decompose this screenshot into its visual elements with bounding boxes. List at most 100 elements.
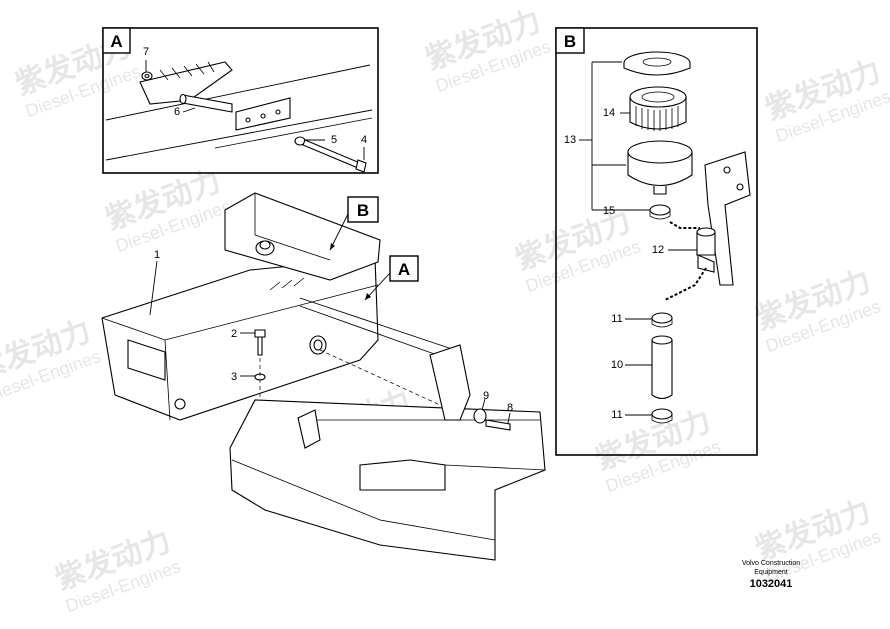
footer-brand-line2: Equipment [754, 569, 788, 576]
tank-mount-hole [313, 339, 323, 351]
clamp-11-bottom [651, 408, 673, 420]
ref-b-label: B [357, 201, 369, 220]
bracket-hole [736, 183, 744, 191]
ref-b-arrow [330, 243, 335, 250]
ref-b-box [347, 196, 379, 223]
sight-window [127, 339, 166, 381]
detail-a-label: A [110, 32, 122, 51]
plate-hole [245, 117, 251, 123]
bracket-weld [159, 61, 215, 81]
watermark-tile: 紫发动力 Diesel-Engines [751, 264, 884, 357]
callout-8: 8 [507, 402, 513, 414]
callout-13: 13 [564, 134, 576, 146]
watermark-tile: 紫发动力 Diesel-Engines [51, 524, 184, 617]
detail-a-surface-line [214, 117, 373, 149]
detail-b-frame [555, 27, 758, 456]
bushing-9 [473, 408, 487, 424]
drawing-number: 1032041 [750, 578, 793, 590]
clamp-11-top [651, 312, 673, 324]
bracket-part [139, 61, 233, 105]
watermark-tile: 紫发动力 Diesel-Engines [0, 314, 103, 407]
bracket-hole [723, 166, 731, 174]
leader-line [481, 398, 486, 411]
filter-ring-top [629, 86, 687, 108]
watermark-tile: 紫发动力 Diesel-Engines [421, 4, 554, 97]
counterweight-notch [359, 459, 446, 491]
callout-1: 1 [154, 249, 160, 261]
leader-line [149, 260, 158, 316]
support-rod [299, 305, 441, 357]
leader-line [182, 107, 196, 113]
counterweight-edge [444, 464, 546, 471]
callout-15: 15 [603, 205, 615, 217]
cap-disc-inner [642, 57, 672, 67]
rod-weld [269, 277, 305, 291]
callout-7: 7 [143, 46, 149, 58]
ref-a-label: A [398, 260, 410, 279]
clip-15-side [649, 210, 671, 220]
detail-b-label-box [555, 27, 585, 54]
hose-dashed [669, 221, 700, 229]
detail-a: A 7 6 5 4 [102, 27, 379, 174]
leader-bracket-13 [591, 61, 650, 211]
fitting-12-nozzle [697, 254, 715, 273]
clamp-side [651, 318, 673, 328]
ref-a-box [389, 255, 419, 282]
callout-11-top: 11 [611, 313, 622, 325]
callout-14: 14 [603, 107, 615, 119]
ref-b-leader [329, 213, 349, 251]
main-assembly: B A 1 2 3 9 8 [101, 192, 546, 561]
drain-plug [174, 398, 186, 410]
hose-10 [651, 340, 673, 400]
leader-line [507, 412, 511, 424]
tank-top-edge [254, 193, 331, 261]
callout-2: 2 [231, 328, 237, 340]
plate-hole [275, 109, 281, 115]
assembly-line [319, 349, 441, 406]
support-rod [299, 297, 456, 351]
plate-hole [260, 113, 266, 119]
cap-disc-rim [623, 63, 691, 76]
washer-hole [144, 73, 150, 79]
callout-12: 12 [652, 244, 664, 256]
callout-11-bottom: 11 [611, 409, 622, 421]
bolt-2-shank [257, 336, 263, 356]
pin-end [179, 93, 187, 105]
callout-6: 6 [174, 106, 180, 118]
filter-cup-top [627, 140, 693, 164]
hose-10-top [651, 335, 673, 345]
footer-brand-line1: Volvo Construction [742, 560, 800, 567]
detail-a-surface-line [105, 109, 373, 161]
mount-bracket [297, 409, 321, 449]
bolt-head [355, 159, 367, 173]
callout-3: 3 [231, 371, 237, 383]
hanger-bracket [429, 344, 471, 421]
filter-ring-ribs [635, 106, 679, 131]
callout-9: 9 [483, 390, 489, 402]
tank-edge [164, 339, 171, 421]
counterweight-edge [231, 459, 496, 541]
watermark-tile: 紫发动力 Diesel-Engines [761, 54, 890, 147]
detail-a-frame [102, 27, 379, 174]
filter-cup-nipple [653, 186, 667, 195]
hose-dashed [664, 267, 707, 301]
clamp-side [651, 414, 673, 424]
clip-15 [649, 204, 671, 216]
detail-b-label: B [564, 32, 576, 51]
footer-block: Volvo Construction Equipment 1032041 [742, 560, 800, 590]
fitting-12-top [696, 227, 716, 237]
bolt-8 [485, 419, 511, 431]
callout-4: 4 [361, 134, 367, 146]
filter-ring-hole [641, 91, 675, 103]
watermark-tile: 紫发动力 Diesel-Engines [511, 204, 644, 297]
ref-a-arrow [365, 293, 371, 300]
fuel-tank [101, 257, 379, 421]
filler-cap-top [259, 240, 271, 250]
detail-a-surface-line [105, 64, 371, 121]
detail-a-label-box [102, 27, 131, 54]
bolt-2-head [254, 329, 266, 338]
callout-10: 10 [611, 359, 623, 371]
watermark-tile: 紫发动力 Diesel-Engines [101, 164, 234, 257]
detail-b: B [555, 27, 758, 456]
